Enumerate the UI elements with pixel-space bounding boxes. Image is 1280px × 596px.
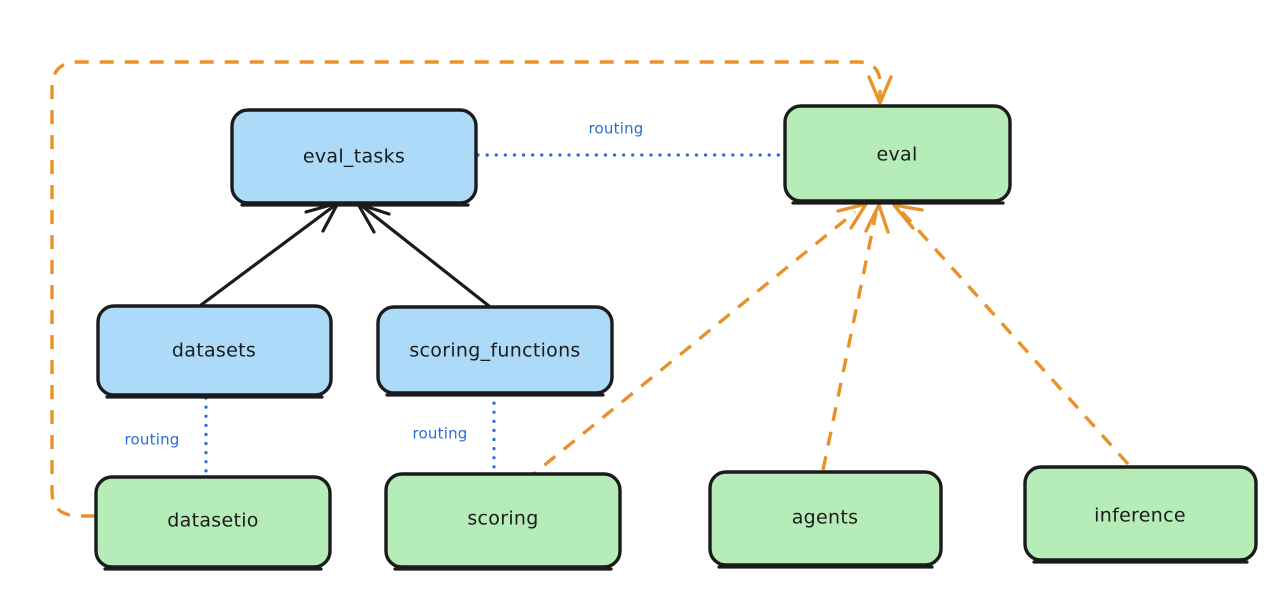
edge-agents-to-eval	[821, 203, 890, 471]
edge-agents-to-eval-arrowhead	[864, 203, 890, 234]
node-eval[interactable]: eval	[783, 104, 1012, 205]
node-agents[interactable]: agents	[708, 470, 943, 569]
node-agents-label: agents	[792, 507, 859, 529]
edge-datasetio-to-eval-line	[50, 60, 882, 518]
node-agents-shape[interactable]	[708, 470, 943, 567]
node-scoring-functions[interactable]: scoring_functions	[376, 305, 614, 397]
node-eval-tasks[interactable]: eval_tasks	[230, 108, 478, 207]
edge-scoring-to-eval-line	[523, 210, 857, 483]
edge-datasets-to-eval-tasks-line	[199, 204, 336, 307]
node-datasetio[interactable]: datasetio	[94, 475, 332, 571]
node-eval-tasks-label: eval_tasks	[303, 146, 405, 168]
edge-datasetio-to-eval-arrowhead	[867, 75, 893, 105]
node-inference[interactable]: inference	[1023, 465, 1258, 564]
node-datasets-label: datasets	[172, 340, 256, 362]
node-scoring-label: scoring	[467, 508, 538, 530]
node-datasets-shape[interactable]	[96, 304, 333, 397]
edge-inference-to-eval-arrowhead	[892, 203, 924, 230]
node-eval-label: eval	[876, 144, 917, 166]
edge-inference-to-eval-line	[900, 210, 1130, 466]
edge-agents-to-eval-line	[821, 212, 878, 471]
edge-datasetio-to-eval	[50, 60, 893, 518]
node-eval-tasks-shape[interactable]	[230, 108, 478, 205]
node-datasetio-label: datasetio	[167, 510, 258, 532]
node-scoring-shape[interactable]	[384, 472, 622, 569]
node-scoring-functions-shape[interactable]	[376, 305, 614, 395]
node-datasetio-shape[interactable]	[94, 475, 332, 569]
edge-scoring-functions-to-eval-tasks-line	[360, 204, 491, 308]
node-inference-shape[interactable]	[1023, 465, 1258, 562]
edge-datasets-to-eval-tasks	[199, 201, 340, 307]
edge-label-routing-scoring-functions-scoring: routing	[413, 425, 468, 443]
node-eval-shape[interactable]	[783, 104, 1012, 203]
node-scoring[interactable]: scoring	[384, 472, 622, 571]
edge-label-routing-datasets-datasetio: routing	[125, 431, 180, 449]
edge-inference-to-eval	[892, 203, 1130, 466]
edge-label-routing-eval-tasks-eval: routing	[589, 120, 644, 138]
node-scoring-functions-label: scoring_functions	[409, 340, 580, 362]
edge-scoring-functions-to-eval-tasks	[356, 202, 491, 308]
node-datasets[interactable]: datasets	[96, 304, 333, 399]
node-inference-label: inference	[1094, 505, 1186, 527]
